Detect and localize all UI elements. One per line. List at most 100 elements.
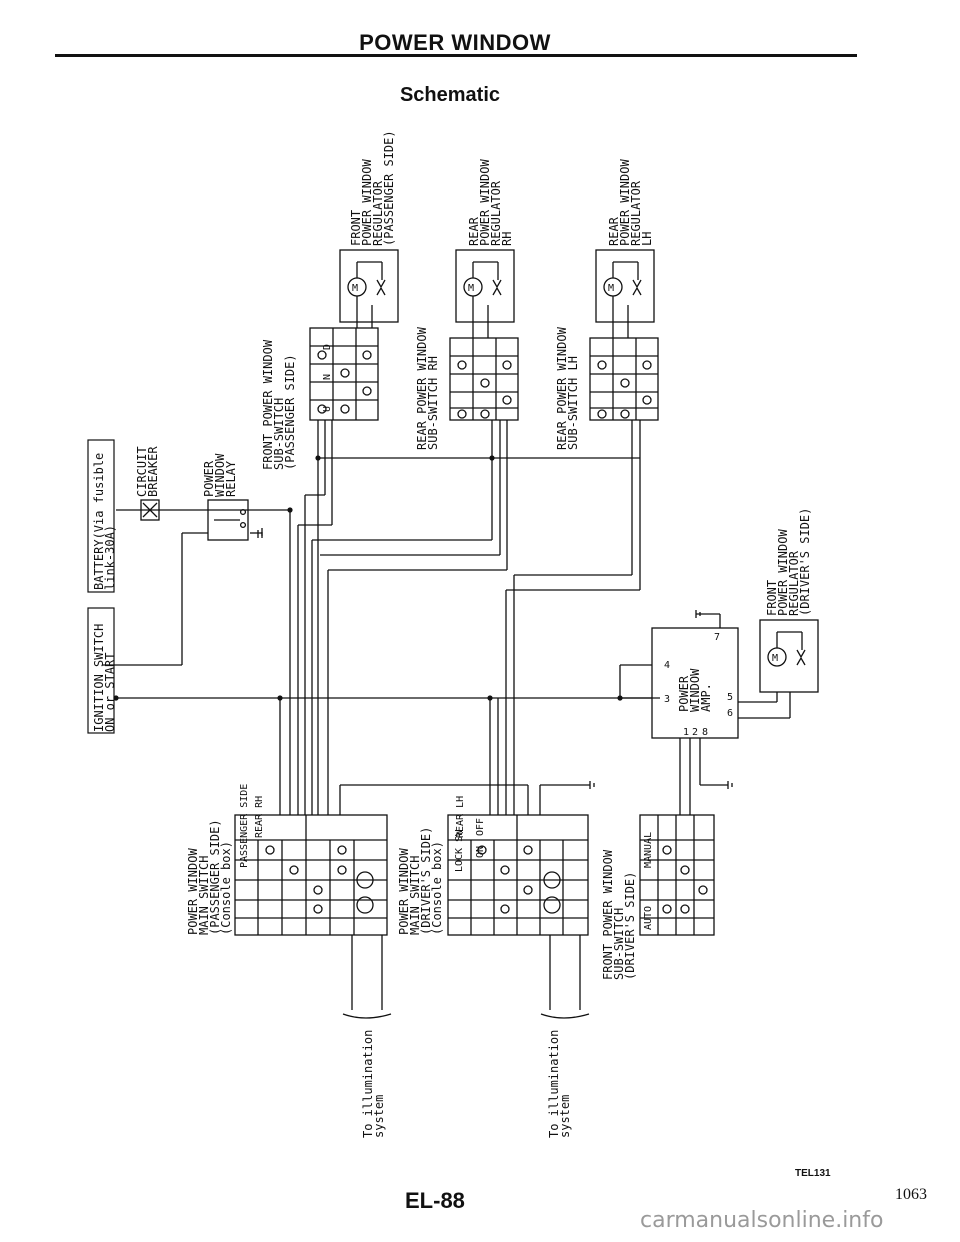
regulator-front-driver-label: FRONT POWER WINDOW REGULATOR (DRIVER'S S… — [765, 508, 812, 616]
svg-text:REAR RH: REAR RH — [254, 796, 265, 838]
page-id: EL-88 — [405, 1188, 465, 1213]
svg-text:AUTO: AUTO — [643, 906, 654, 930]
regulator-rear-rh-label: REAR POWER WINDOW REGULATOR RH — [467, 159, 514, 246]
front-sub-switch-passenger-grid — [309, 327, 379, 421]
regulator-front-driver-box — [759, 619, 819, 693]
svg-text:FRONT POWER WINDOW: FRONT POWER WINDOW — [601, 849, 615, 980]
svg-text:REGULATOR: REGULATOR — [371, 180, 385, 246]
svg-text:(Console box): (Console box) — [219, 841, 233, 935]
regulator-front-passenger-label: FRONT POWER WINDOW REGULATOR (PASSENGER … — [349, 130, 396, 246]
watermark: carmanualsonline.info — [640, 1208, 884, 1233]
svg-text:REGULATOR: REGULATOR — [787, 550, 801, 616]
svg-text:D: D — [322, 344, 333, 350]
illumination-label-driver: To illumination system — [547, 1030, 572, 1138]
regulator-front-passenger-box — [339, 249, 399, 328]
amp-terminal-4: 4 — [664, 660, 670, 671]
front-sub-driver-label: FRONT POWER WINDOW SUB-SWITCH (DRIVER'S … — [601, 849, 637, 980]
svg-text:N: N — [322, 374, 333, 380]
svg-text:MAIN SWITCH: MAIN SWITCH — [197, 856, 211, 935]
svg-text:POWER WINDOW: POWER WINDOW — [397, 848, 411, 935]
rear-sub-switch-rh-grid — [449, 337, 519, 421]
motor-label-rear-lh: M — [608, 283, 614, 294]
regulator-rear-lh-box — [595, 249, 655, 338]
svg-text:REGULATOR: REGULATOR — [629, 180, 643, 246]
rear-sub-rh-label: REAR POWER WINDOW SUB-SWITCH RH — [415, 326, 440, 450]
svg-text:POWER: POWER — [677, 675, 691, 712]
svg-text:WINDOW: WINDOW — [688, 668, 702, 712]
relay-label: POWER WINDOW RELAY — [202, 453, 238, 497]
power-window-relay — [207, 499, 249, 541]
svg-text:POWER WINDOW: POWER WINDOW — [478, 159, 492, 246]
svg-text:POWER WINDOW: POWER WINDOW — [618, 159, 632, 246]
svg-text:MAIN SWITCH: MAIN SWITCH — [408, 856, 422, 935]
illumination-arrows — [342, 935, 590, 1019]
svg-text:ON or START: ON or START — [103, 653, 117, 732]
amp-terminal-8: 8 — [702, 727, 708, 738]
title-rule — [55, 54, 857, 57]
svg-text:POWER WINDOW: POWER WINDOW — [360, 159, 374, 246]
svg-text:SUB-SWITCH: SUB-SWITCH — [272, 398, 286, 470]
circuit-breaker-symbol — [140, 499, 160, 521]
svg-text:WINDOW: WINDOW — [213, 453, 227, 497]
page-number: 1063 — [895, 1186, 927, 1203]
svg-text:RH: RH — [500, 232, 514, 246]
svg-text:POWER: POWER — [202, 460, 216, 497]
amp-terminal-2: 2 — [692, 727, 698, 738]
illumination-label-passenger: To illumination system — [361, 1030, 386, 1138]
rear-sub-switch-lh-grid — [589, 337, 659, 421]
svg-text:To illumination: To illumination — [547, 1030, 561, 1138]
svg-text:(DRIVER'S SIDE): (DRIVER'S SIDE) — [623, 872, 637, 980]
svg-text:REAR LH: REAR LH — [455, 796, 466, 838]
svg-text:OFF: OFF — [475, 818, 486, 836]
svg-text:POWER WINDOW: POWER WINDOW — [186, 848, 200, 935]
svg-text:FRONT POWER WINDOW: FRONT POWER WINDOW — [261, 339, 275, 470]
svg-text:(PASSENGER SIDE): (PASSENGER SIDE) — [382, 130, 396, 246]
amp-terminal-6: 6 — [727, 708, 733, 719]
power-window-amp-box — [619, 613, 791, 815]
motor-label-front-passenger: M — [352, 283, 358, 294]
svg-text:link-30A): link-30A) — [103, 525, 117, 590]
svg-text:RELAY: RELAY — [224, 460, 238, 497]
amp-label: POWER WINDOW AMP. — [677, 668, 713, 712]
svg-text:POWER WINDOW: POWER WINDOW — [776, 529, 790, 616]
svg-text:system: system — [372, 1095, 386, 1138]
svg-text:REAR: REAR — [607, 216, 621, 246]
svg-text:PASSENGER SIDE: PASSENGER SIDE — [239, 784, 250, 868]
svg-text:REAR POWER WINDOW: REAR POWER WINDOW — [555, 326, 569, 450]
svg-text:BATTERY(Via fusible: BATTERY(Via fusible — [92, 453, 106, 590]
svg-text:FRONT: FRONT — [349, 210, 363, 246]
svg-text:To illumination: To illumination — [361, 1030, 375, 1138]
main-switch-driver-grid — [447, 814, 589, 936]
svg-text:U: U — [322, 406, 333, 412]
page-title: POWER WINDOW — [359, 30, 551, 55]
ground-symbols — [257, 530, 733, 789]
svg-text:IGNITION SWITCH: IGNITION SWITCH — [92, 624, 106, 732]
switch-column-labels: PASSENGER SIDE REAR RH REAR LH LOCK SW O… — [239, 344, 654, 930]
page-subtitle: Schematic — [399, 84, 501, 106]
amp-terminal-labels: 1 2 3 4 5 6 7 8 — [664, 632, 733, 738]
svg-text:FRONT: FRONT — [765, 580, 779, 616]
front-sub-switch-driver-grid — [639, 814, 715, 936]
ignition-switch-label: IGNITION SWITCH ON or START — [87, 607, 117, 734]
battery-label: BATTERY(Via fusible link-30A) — [87, 439, 117, 593]
regulator-rear-rh-box — [455, 249, 515, 338]
junction-dots — [113, 455, 623, 701]
svg-text:(PASSENGER SIDE): (PASSENGER SIDE) — [283, 354, 297, 470]
motor-label-rear-rh: M — [468, 283, 474, 294]
motor-label-front-driver: M — [772, 653, 778, 664]
front-sub-passenger-label: FRONT POWER WINDOW SUB-SWITCH (PASSENGER… — [261, 339, 297, 470]
main-switch-driver-label: POWER WINDOW MAIN SWITCH (DRIVER'S SIDE)… — [397, 827, 444, 935]
svg-text:(Console box): (Console box) — [430, 841, 444, 935]
svg-text:SUB-SWITCH: SUB-SWITCH — [612, 908, 626, 980]
svg-text:system: system — [558, 1095, 572, 1138]
power-feed-wires — [102, 509, 291, 815]
regulator-rear-lh-label: REAR POWER WINDOW REGULATOR LH — [607, 159, 654, 246]
svg-text:(PASSENGER SIDE): (PASSENGER SIDE) — [208, 819, 222, 935]
svg-text:REAR POWER WINDOW: REAR POWER WINDOW — [415, 326, 429, 450]
main-switch-passenger-grid — [234, 814, 388, 936]
amp-terminal-7: 7 — [714, 632, 720, 643]
svg-text:CIRCUIT: CIRCUIT — [135, 446, 149, 497]
rear-sub-lh-label: REAR POWER WINDOW SUB-SWITCH LH — [555, 326, 580, 450]
amp-terminal-3: 3 — [664, 694, 670, 705]
